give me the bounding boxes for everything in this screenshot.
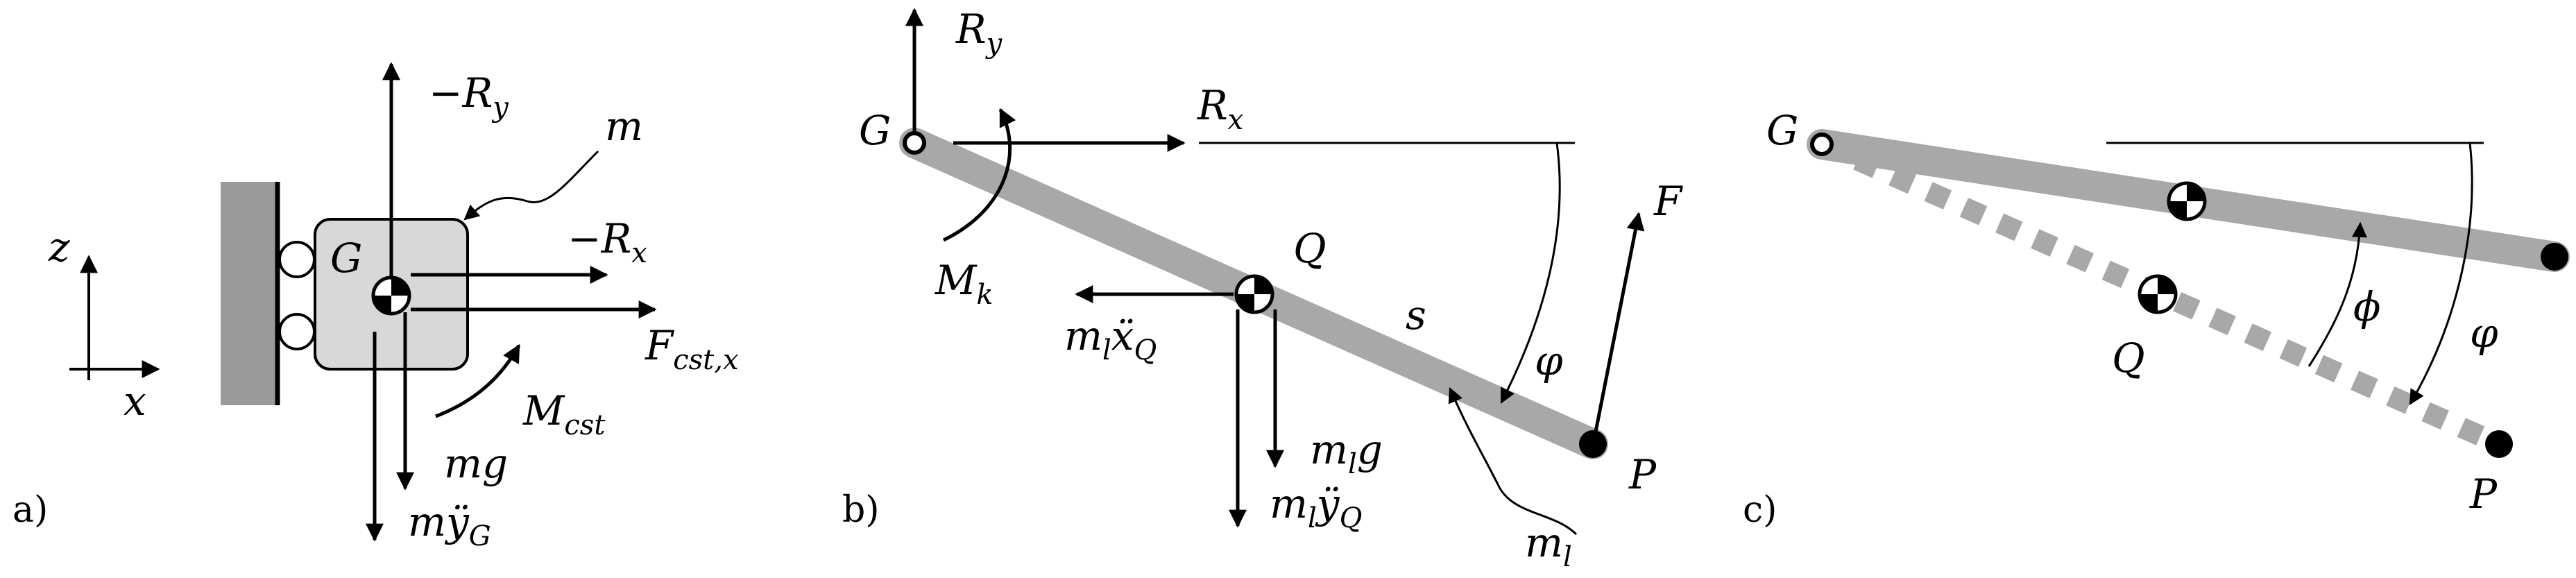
center-of-gravity-rigid-c (2169, 183, 2205, 219)
point-g-label-c: G (1766, 107, 1798, 154)
point-q-label-b: Q (1293, 225, 1327, 272)
center-of-gravity-q-b (1236, 276, 1272, 312)
mass-label: m (605, 103, 643, 150)
point-p-dot-b (1579, 430, 1607, 458)
force-f-label: F (1653, 178, 1683, 225)
force-rx-label: Rx (1197, 82, 1243, 136)
point-p-label-b: P (1628, 451, 1657, 498)
wall (221, 182, 276, 405)
panel-b: b) G Q P Ry Rx Mk F s φ mlẍQ mlg (842, 6, 1683, 573)
angle-phi-small-label: ϕ (2353, 283, 2381, 330)
angle-phi-label-c: φ (2470, 309, 2498, 357)
joint-g-c (1810, 133, 1834, 156)
panel-c: c) G Q P ϕ φ (1743, 107, 2570, 531)
weight-label-b: mlg (1310, 426, 1383, 480)
axis-x-label: x (123, 377, 146, 425)
panel-a: a) z x G m −Ry −Rx Fcst,x Mcst (12, 62, 739, 552)
moment-mk-arrow (942, 108, 1016, 242)
force-neg-ry-label: −Ry (429, 69, 509, 124)
center-of-gravity-g-a (373, 278, 409, 314)
weight-label-a: mg (444, 440, 508, 487)
mass-l-leader (1448, 386, 1578, 536)
point-p-dot-c (2485, 430, 2513, 458)
force-ry-label: Ry (955, 6, 1003, 60)
roller-top (278, 241, 316, 278)
panel-b-label: b) (842, 489, 880, 531)
point-q-label-c: Q (2112, 334, 2145, 382)
mass-leader (463, 150, 599, 221)
angle-phi-label-b: φ (1535, 337, 1563, 384)
inertia-label-a: mÿG (408, 498, 491, 552)
force-f-arrow (1594, 212, 1645, 432)
beam-end-dot-c (2541, 243, 2568, 271)
axes-a: z x (48, 223, 160, 425)
angle-phi-arc-c (2409, 142, 2473, 405)
joint-g-b (903, 131, 926, 155)
moment-mcst-arrow (435, 343, 521, 418)
moment-mk-label: Mk (935, 257, 993, 311)
panel-c-label: c) (1743, 489, 1777, 531)
point-p-label-c: P (2469, 470, 2498, 518)
point-g-label-b: G (859, 107, 891, 154)
center-of-gravity-q-c (2140, 276, 2176, 312)
coord-s-label: s (1406, 291, 1426, 339)
inertia-x-label: mlẍQ (1064, 312, 1157, 366)
mass-l-label: ml (1525, 519, 1572, 573)
inertia-y-label: mlÿQ (1270, 480, 1362, 534)
angle-phi-small-arc (2308, 221, 2367, 367)
angle-phi-arc-b (1500, 142, 1561, 404)
force-fcst-label: Fcst,x (645, 322, 739, 376)
moment-mcst-label: Mcst (522, 387, 606, 441)
roller-bottom (278, 313, 316, 350)
axis-z-label: z (48, 223, 70, 271)
point-g-label-a: G (330, 235, 362, 282)
panel-a-label: a) (12, 489, 48, 531)
force-neg-rx-label: −Rx (568, 215, 647, 269)
